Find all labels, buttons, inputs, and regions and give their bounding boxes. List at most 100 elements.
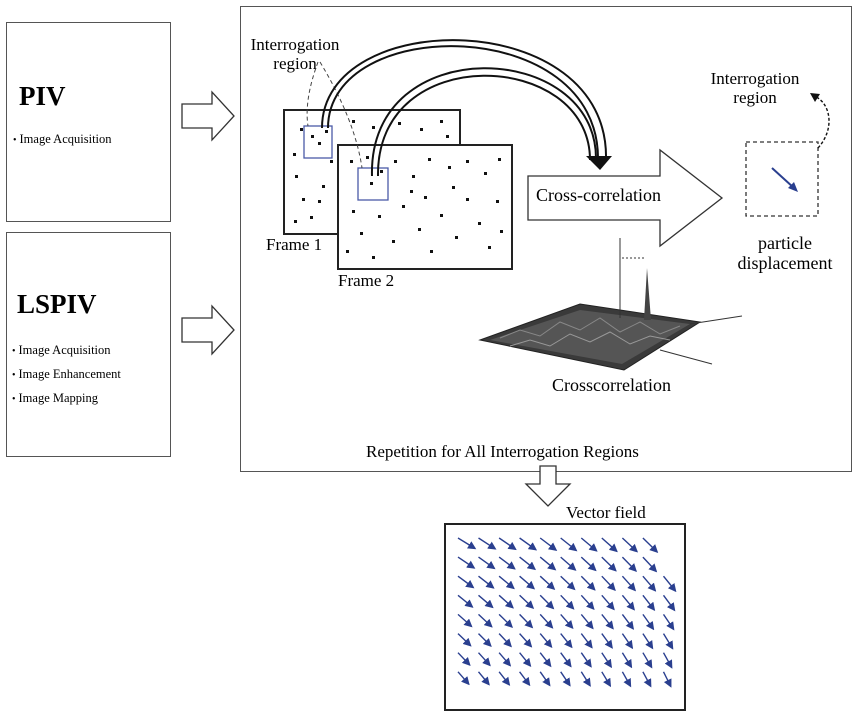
vector-arrow bbox=[560, 671, 571, 687]
vector-arrow bbox=[560, 556, 577, 571]
vector-arrow bbox=[457, 633, 472, 647]
piv-title: PIV bbox=[19, 81, 66, 111]
vector-arrow bbox=[539, 652, 552, 668]
callout-arrow-head bbox=[810, 93, 820, 102]
vector-arrow bbox=[539, 556, 557, 571]
callout-arrow bbox=[813, 95, 830, 149]
to-vector-field-arrow bbox=[524, 465, 572, 507]
vector-arrow bbox=[580, 633, 593, 649]
vector-arrow bbox=[621, 633, 634, 650]
vector-arrow bbox=[519, 633, 533, 648]
vector-arrow bbox=[601, 613, 614, 630]
vector-arrow bbox=[457, 537, 477, 550]
vector-arrow bbox=[580, 613, 594, 630]
lspiv-item-image-mapping: Image Mapping bbox=[12, 391, 99, 406]
vector-arrow bbox=[539, 537, 558, 551]
vector-arrow bbox=[580, 556, 597, 572]
vector-arrow bbox=[519, 575, 536, 590]
vector-arrow bbox=[539, 594, 555, 610]
vector-arrow bbox=[601, 537, 618, 553]
vector-arrow bbox=[642, 613, 655, 631]
vector-arrow bbox=[498, 594, 514, 609]
vector-arrow bbox=[601, 671, 612, 688]
vector-arrow bbox=[621, 613, 635, 630]
curved-arrow-inner bbox=[370, 67, 598, 177]
curved-arrow-head bbox=[586, 156, 612, 170]
vector-arrow bbox=[580, 537, 598, 552]
vector-arrow bbox=[560, 537, 578, 552]
vector-arrow bbox=[560, 652, 572, 668]
vector-arrow bbox=[662, 614, 675, 631]
vector-arrow bbox=[539, 575, 556, 590]
vector-arrow bbox=[642, 594, 656, 612]
vector-arrow bbox=[498, 575, 515, 590]
curved-arrow-outer-inner-line bbox=[327, 45, 600, 161]
frame-2-label: Frame 2 bbox=[338, 271, 395, 290]
vector-arrow bbox=[457, 594, 474, 608]
vector-arrow bbox=[498, 652, 512, 667]
vector-arrow bbox=[601, 652, 612, 669]
displacement-vector bbox=[771, 167, 795, 189]
lspiv-to-process-arrow bbox=[181, 304, 235, 356]
lspiv-item-image-acquisition: Image Acquisition bbox=[12, 343, 111, 358]
vector-arrow bbox=[477, 671, 490, 686]
vector-arrow bbox=[601, 556, 617, 572]
vector-arrow bbox=[519, 613, 534, 629]
curved-arrow-inner-inner-line bbox=[376, 74, 591, 177]
leader-line-frame-1 bbox=[306, 61, 319, 127]
interrogation-region-label-right: Interrogation region bbox=[710, 69, 800, 107]
vector-arrow bbox=[539, 633, 553, 648]
vector-arrow bbox=[478, 556, 496, 570]
vector-arrow bbox=[457, 652, 471, 667]
vector-arrow bbox=[580, 652, 592, 668]
vector-field-arrows bbox=[457, 537, 677, 688]
vector-arrow bbox=[642, 652, 653, 669]
vector-arrow bbox=[621, 556, 637, 573]
vector-arrow bbox=[457, 613, 473, 628]
vector-arrow bbox=[478, 633, 492, 647]
vector-arrow bbox=[662, 594, 676, 612]
vector-arrow bbox=[519, 537, 538, 551]
result-interrogation-window bbox=[745, 141, 819, 217]
vector-arrow bbox=[560, 613, 574, 630]
vector-arrow bbox=[601, 633, 613, 649]
interrogation-region-label-left: Interrogation region bbox=[250, 35, 340, 73]
vector-arrow bbox=[457, 556, 476, 569]
vector-arrow bbox=[498, 633, 512, 648]
vector-arrow bbox=[478, 613, 493, 628]
piv-to-process-arrow bbox=[181, 90, 235, 142]
lspiv-item-image-enhancement: Image Enhancement bbox=[12, 367, 121, 382]
vector-arrow bbox=[560, 575, 576, 591]
vector-arrow bbox=[580, 575, 596, 591]
vector-arrow bbox=[478, 575, 495, 589]
vector-arrow bbox=[642, 633, 654, 650]
frame-2 bbox=[337, 144, 513, 270]
vector-arrow bbox=[601, 575, 616, 592]
frame-1-label: Frame 1 bbox=[266, 235, 323, 254]
vector-arrow bbox=[662, 633, 674, 650]
vector-arrow bbox=[478, 594, 494, 609]
vector-arrow bbox=[560, 594, 575, 610]
curved-arrow-outer bbox=[321, 39, 608, 161]
vector-arrow bbox=[621, 594, 635, 611]
vector-arrow bbox=[519, 594, 535, 609]
displacement-vector-head bbox=[788, 182, 798, 192]
frame-2-particles bbox=[346, 156, 503, 259]
frame-1-interrogation-window bbox=[303, 125, 333, 159]
vector-arrow bbox=[621, 575, 637, 592]
piv-item-image-acquisition: Image Acquisition bbox=[13, 132, 112, 147]
surface-y-axis bbox=[659, 349, 713, 365]
vector-arrow bbox=[539, 613, 554, 629]
lspiv-box: LSPIV Image Acquisition Image Enhancemen… bbox=[6, 232, 171, 457]
cross-correlation-label: Cross-correlation bbox=[536, 185, 661, 205]
vector-arrow bbox=[621, 671, 632, 688]
vector-arrow bbox=[457, 575, 475, 589]
vector-arrow bbox=[519, 556, 536, 571]
cross-correlation-arrow bbox=[527, 148, 724, 248]
vector-arrow bbox=[601, 594, 615, 611]
vector-arrow bbox=[519, 652, 532, 667]
repetition-label: Repetition for All Interrogation Regions bbox=[366, 442, 639, 461]
vector-arrow bbox=[662, 671, 672, 688]
vector-arrow bbox=[539, 671, 551, 687]
vector-arrow bbox=[642, 671, 652, 688]
